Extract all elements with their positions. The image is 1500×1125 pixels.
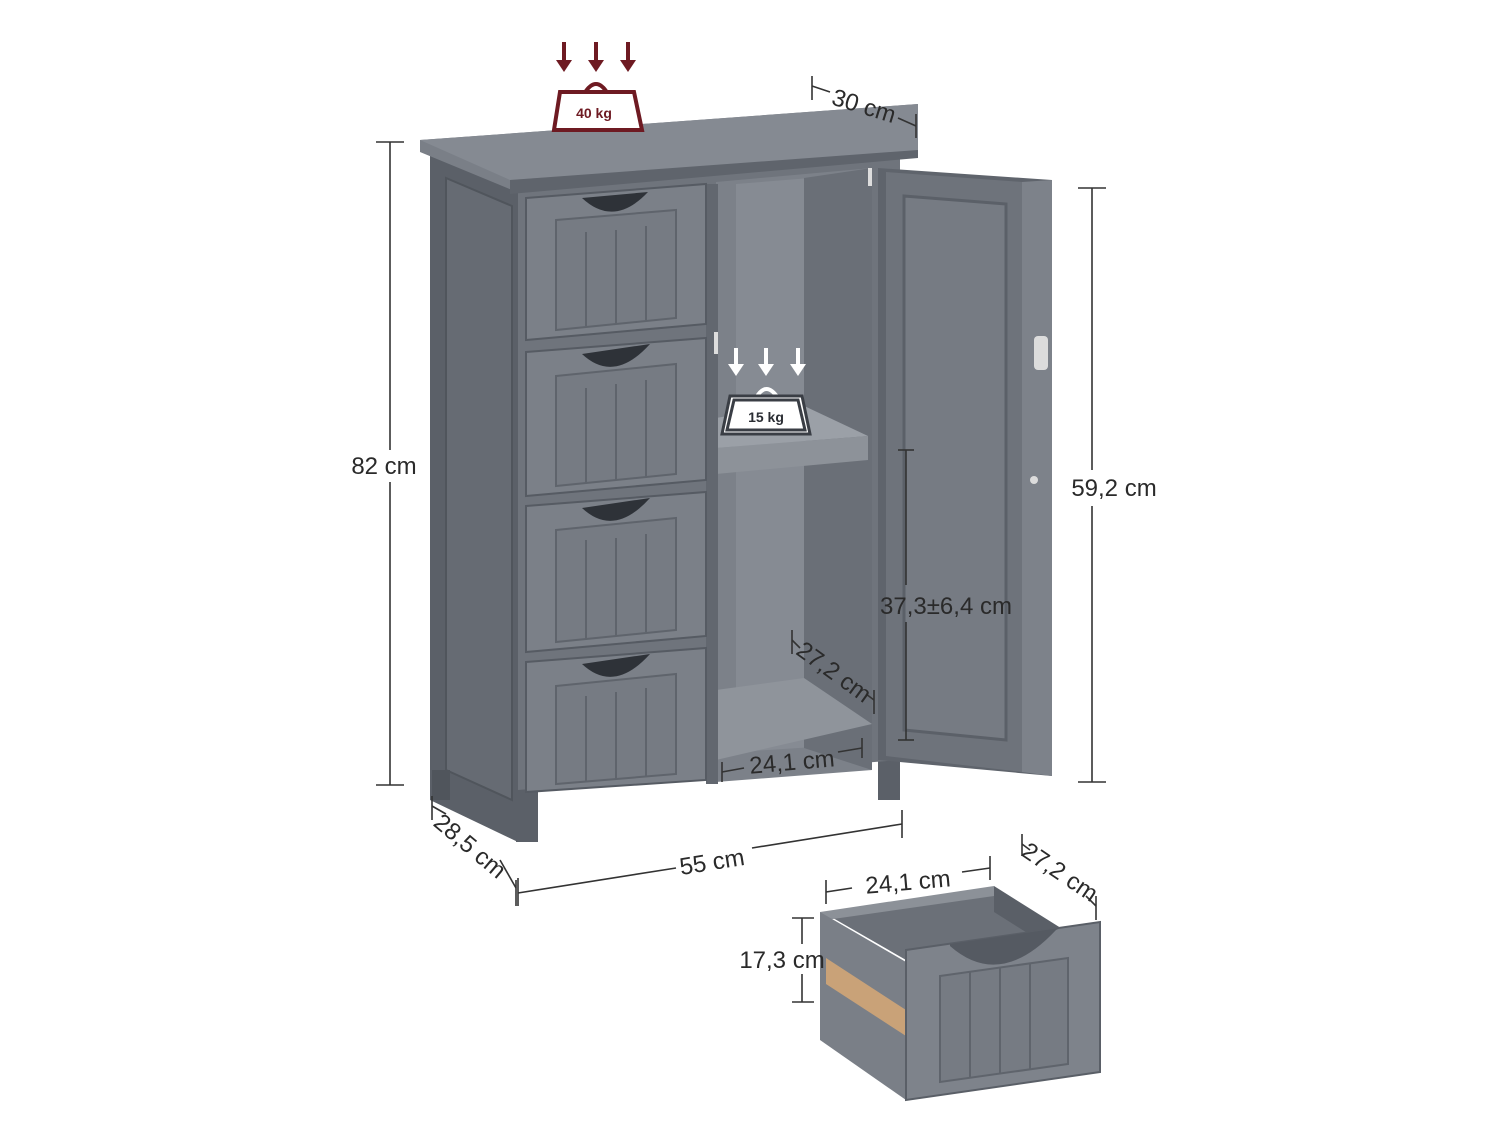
compartment-floor — [716, 678, 872, 760]
height-label: 82 cm — [351, 453, 416, 480]
drawer[interactable] — [525, 182, 707, 342]
drawer-back-panel — [820, 886, 994, 920]
drawer-depth-label: 27,2 cm — [1017, 837, 1103, 907]
hinge — [714, 332, 718, 354]
drawer-height-label: 17,3 cm — [739, 947, 824, 974]
drawer-detail — [820, 886, 1101, 1102]
hinge — [868, 168, 872, 186]
drawer[interactable] — [525, 336, 707, 498]
shelf-load-indicator: 15 kg — [720, 348, 812, 436]
drawer-side-wood — [826, 958, 906, 1036]
down-arrow-icon — [556, 42, 636, 72]
top-load-label: 40 kg — [576, 105, 612, 121]
adjustable-shelf — [716, 436, 868, 474]
cabinet-leg — [432, 770, 450, 800]
weight-icon — [720, 387, 812, 436]
cabinet-top-edge — [510, 150, 918, 194]
shelf-adjust-label: 37,3±6,4 cm — [880, 593, 1012, 620]
weight-icon — [551, 82, 645, 132]
drawer[interactable] — [525, 490, 707, 654]
drawer-handle-cutout — [950, 928, 1060, 965]
cabinet-door[interactable] — [878, 168, 1052, 776]
door-knob-icon — [1030, 476, 1038, 484]
drawer-front-panel — [939, 956, 1069, 1084]
top-load-indicator: 40 kg — [551, 42, 645, 132]
compartment-right-wall — [804, 168, 872, 770]
down-arrow-icon — [728, 348, 806, 376]
door-latch-icon — [1034, 336, 1048, 370]
door-height-label: 59,2 cm — [1071, 475, 1156, 502]
cabinet-top-surface — [420, 104, 918, 180]
drawer[interactable] — [525, 646, 707, 794]
shelf-load-label: 15 kg — [748, 409, 784, 425]
width-label: 55 cm — [678, 844, 747, 881]
dimension-lines — [376, 76, 1106, 1003]
cabinet-leg — [516, 780, 538, 842]
cabinet-leg — [878, 760, 900, 800]
cabinet-left-side-frame — [445, 176, 513, 802]
cabinet — [420, 104, 1052, 842]
drawer-stack — [525, 182, 707, 794]
cabinet-divider — [706, 184, 718, 784]
